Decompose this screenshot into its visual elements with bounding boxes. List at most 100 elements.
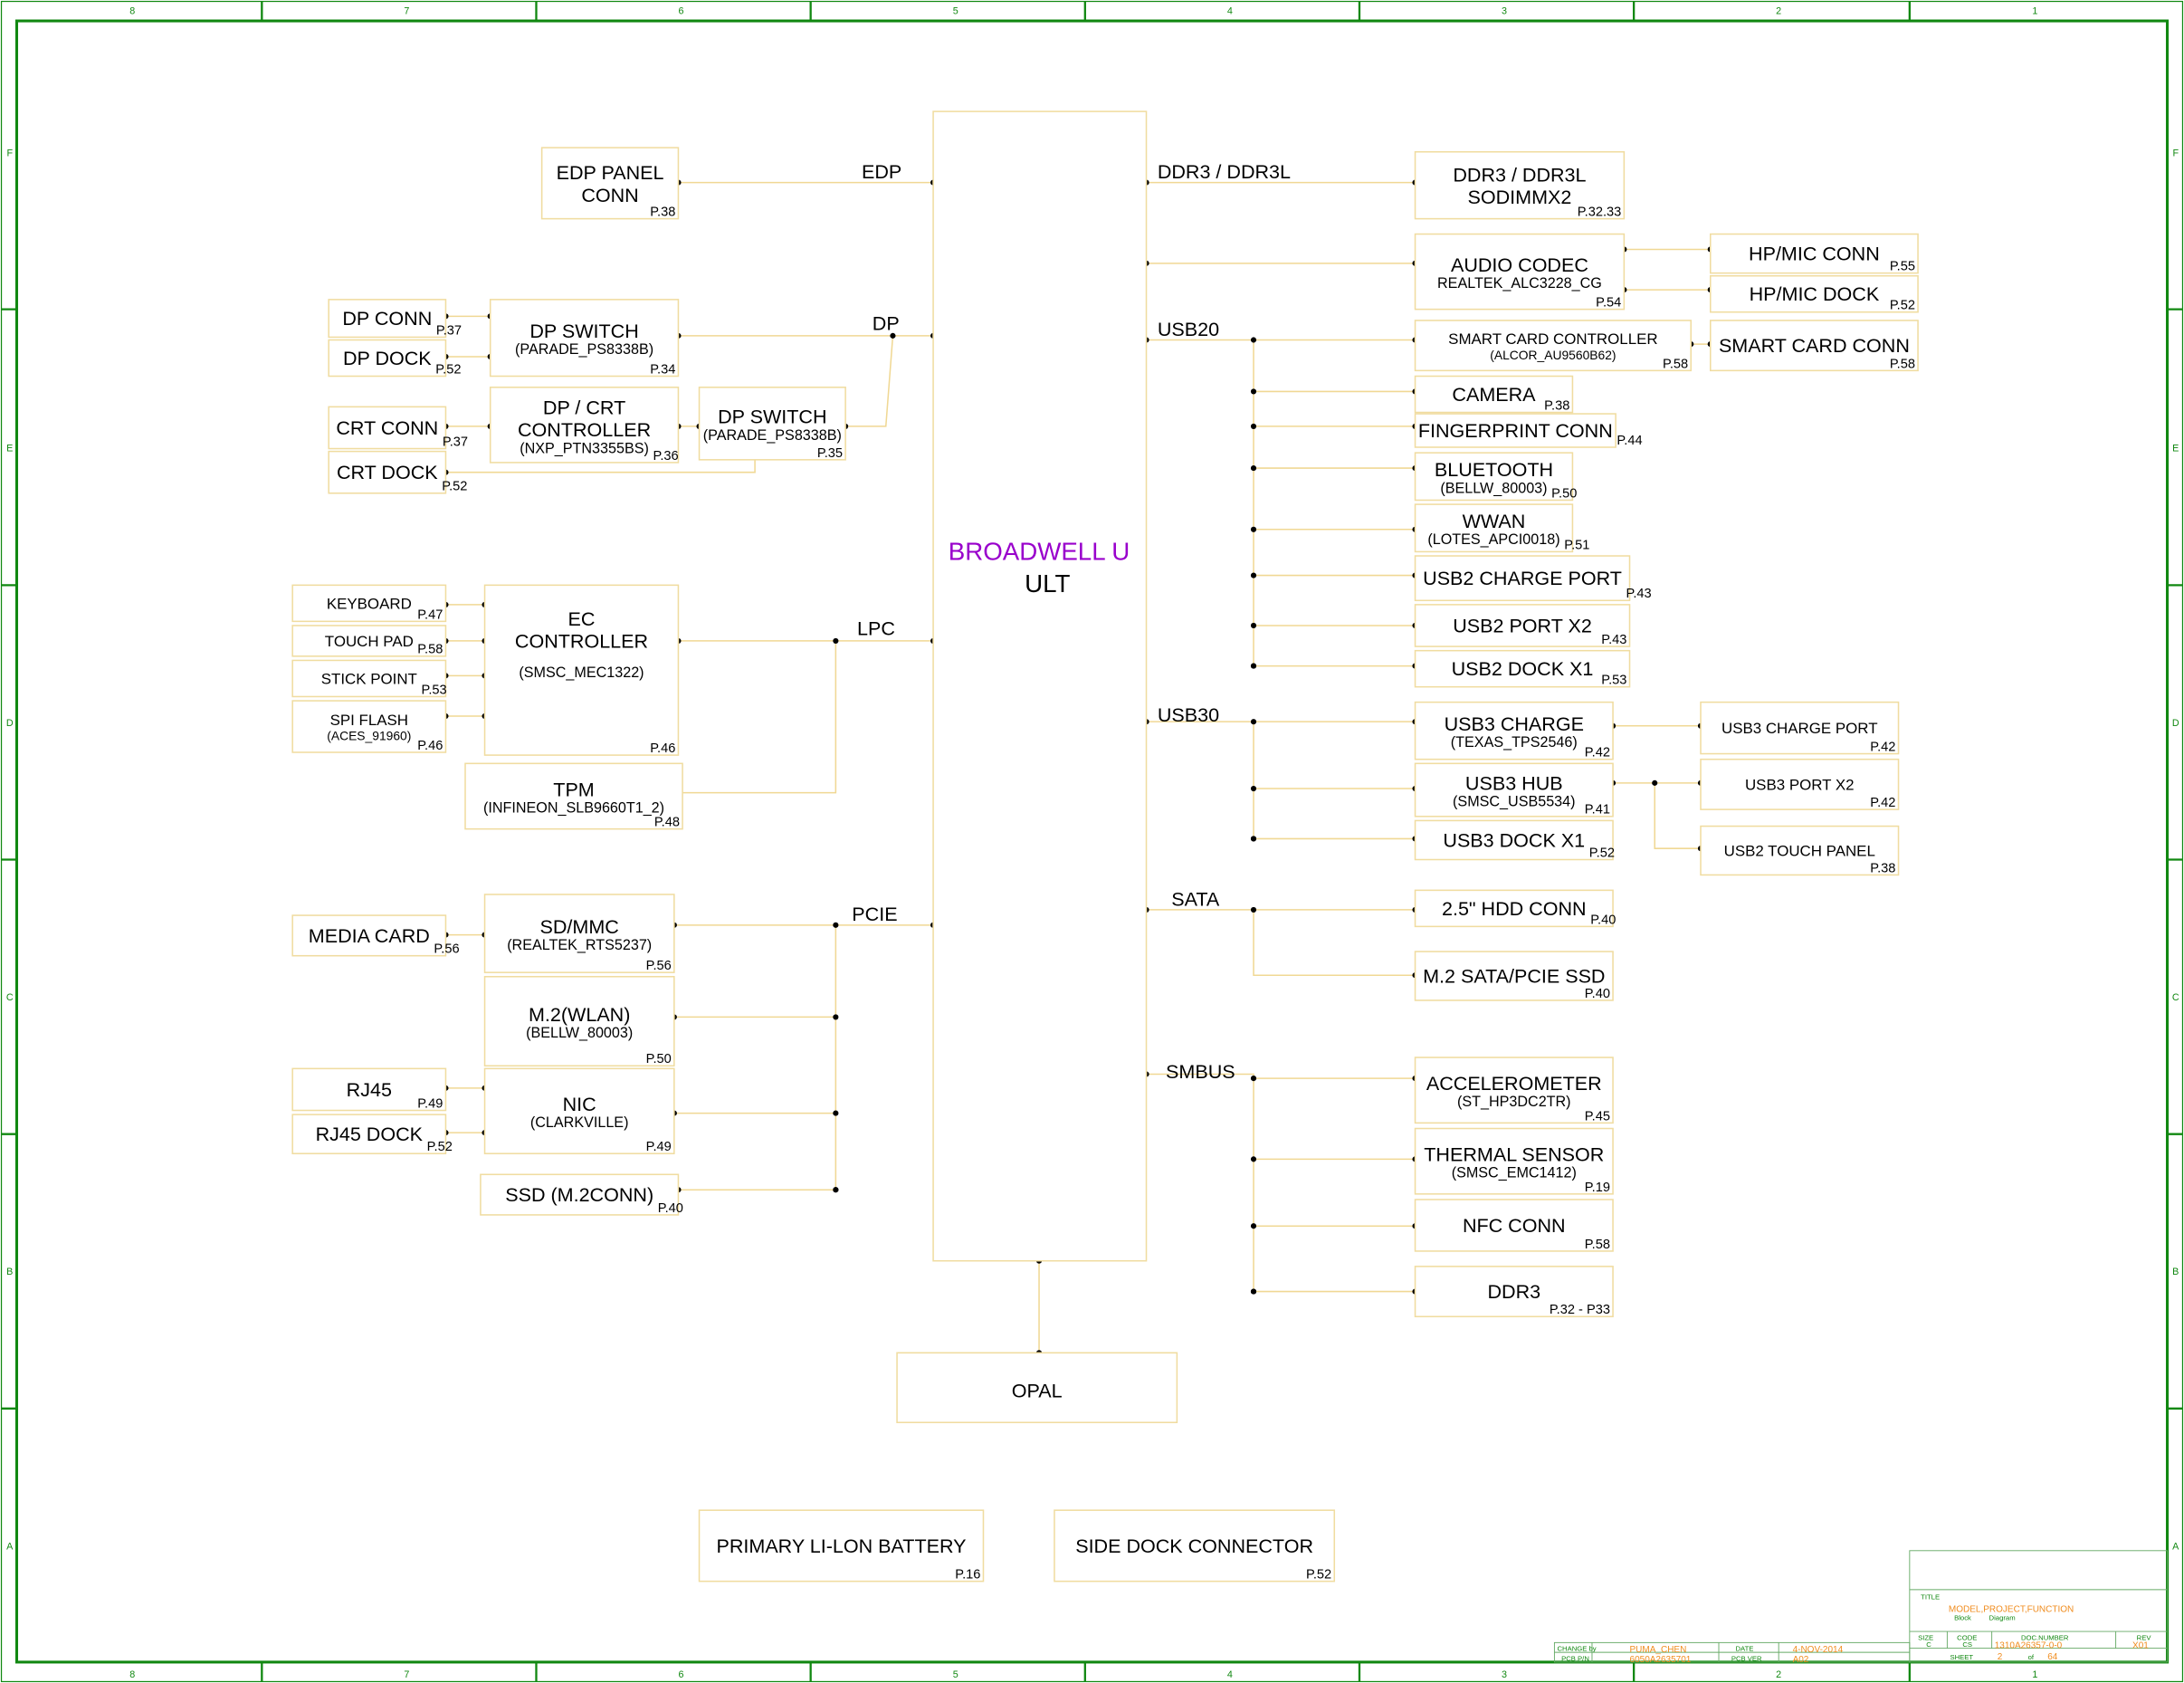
block-box[interactable] [1414,555,1631,602]
block-thermal[interactable]: THERMAL SENSOR(SMSC_EMC1412)P.19 [1414,1127,1614,1195]
block-box[interactable] [1414,233,1626,311]
block-box[interactable] [1414,762,1614,818]
block-box[interactable] [1414,604,1631,647]
block-tpm[interactable]: TPM(INFINEON_SLB9660T1_2)P.48 [464,762,683,830]
block-nic[interactable]: NIC(CLARKVILLE)P.49 [483,1067,675,1154]
block-box[interactable] [291,1067,447,1112]
block-box[interactable] [1054,1509,1336,1583]
block-usb3-hub[interactable]: USB3 HUB(SMSC_USB5534)P.41 [1414,762,1614,818]
block-box[interactable] [1414,1266,1614,1318]
block-box[interactable] [291,584,447,623]
block-box[interactable] [1414,649,1631,688]
block-box[interactable] [1414,1127,1614,1195]
block-sdmmc[interactable]: SD/MMC(REALTEK_RTS5237)P.56 [483,894,675,973]
block-ssd[interactable]: SSD (M.2CONN)P.40 [480,1173,683,1216]
block-box[interactable] [1414,375,1574,414]
block-dp-switch2[interactable]: DP SWITCH(PARADE_PS8338B)P.35 [698,387,846,461]
block-box[interactable] [483,584,680,756]
block-box[interactable] [489,299,680,378]
block-box[interactable] [291,625,447,657]
block-box[interactable] [480,1173,680,1216]
block-box[interactable] [698,387,846,461]
block-bluetooth[interactable]: BLUETOOTH(BELLW_80003)P.50 [1414,452,1578,502]
block-box[interactable] [1710,274,1919,313]
block-box[interactable] [1700,825,1900,876]
block-box[interactable] [291,700,447,753]
block-box[interactable] [328,339,447,378]
block-box[interactable] [1414,1199,1614,1252]
block-box[interactable] [1414,503,1574,553]
block-box[interactable] [540,147,680,220]
cpu-block[interactable]: BROADWELL U ULT [932,110,1148,1262]
block-usb3-dock[interactable]: USB3 DOCK X1P.52 [1414,819,1615,861]
block-spiflash[interactable]: SPI FLASH(ACES_91960)P.46 [291,700,447,753]
block-box[interactable] [1710,233,1919,274]
block-box[interactable] [1710,320,1919,372]
block-box[interactable] [483,976,675,1067]
block-dp-switch1[interactable]: DP SWITCH(PARADE_PS8338B)P.34 [489,299,680,378]
block-box[interactable] [483,1067,675,1154]
block-box[interactable] [896,1352,1178,1423]
block-box[interactable] [328,406,447,450]
block-box[interactable] [291,1114,447,1154]
cpu-box[interactable] [932,110,1148,1262]
block-usb3-portx2[interactable]: USB3 PORT X2P.42 [1700,758,1900,810]
block-box[interactable] [1700,758,1900,810]
block-wwan[interactable]: WWAN(LOTES_APCI0018)P.51 [1414,503,1590,553]
block-box[interactable] [1414,413,1617,448]
block-box[interactable] [698,1509,985,1583]
block-box[interactable] [1700,701,1900,755]
block-box[interactable] [1414,951,1614,1001]
block-box[interactable] [1414,1057,1614,1124]
block-box[interactable] [328,299,447,339]
block-box[interactable] [489,387,680,464]
block-box[interactable] [291,659,447,698]
block-box[interactable] [291,914,447,957]
block-box[interactable] [1414,889,1614,928]
block-smartcard-ctl[interactable]: SMART CARD CONTROLLER(ALCOR_AU9560B62)P.… [1414,320,1692,372]
block-box[interactable] [328,450,447,494]
block-box[interactable] [1414,452,1574,502]
block-accel[interactable]: ACCELEROMETER(ST_HP3DC2TR)P.45 [1414,1057,1614,1124]
block-box[interactable] [483,894,675,973]
block-box[interactable] [464,762,683,830]
block-box[interactable] [1414,701,1614,760]
block-box[interactable] [1414,150,1626,220]
block-m2wlan[interactable]: M.2(WLAN)(BELLW_80003)P.50 [483,976,675,1067]
block-usb3-charge[interactable]: USB3 CHARGE(TEXAS_TPS2546)P.42 [1414,701,1614,760]
block-usb2-dock[interactable]: USB2 DOCK X1P.53 [1414,649,1631,688]
block-box[interactable] [1414,819,1614,861]
block-box[interactable] [1414,320,1692,372]
block-opal[interactable]: OPAL [896,1352,1178,1423]
block-usb2-portx2[interactable]: USB2 PORT X2P.43 [1414,604,1631,647]
